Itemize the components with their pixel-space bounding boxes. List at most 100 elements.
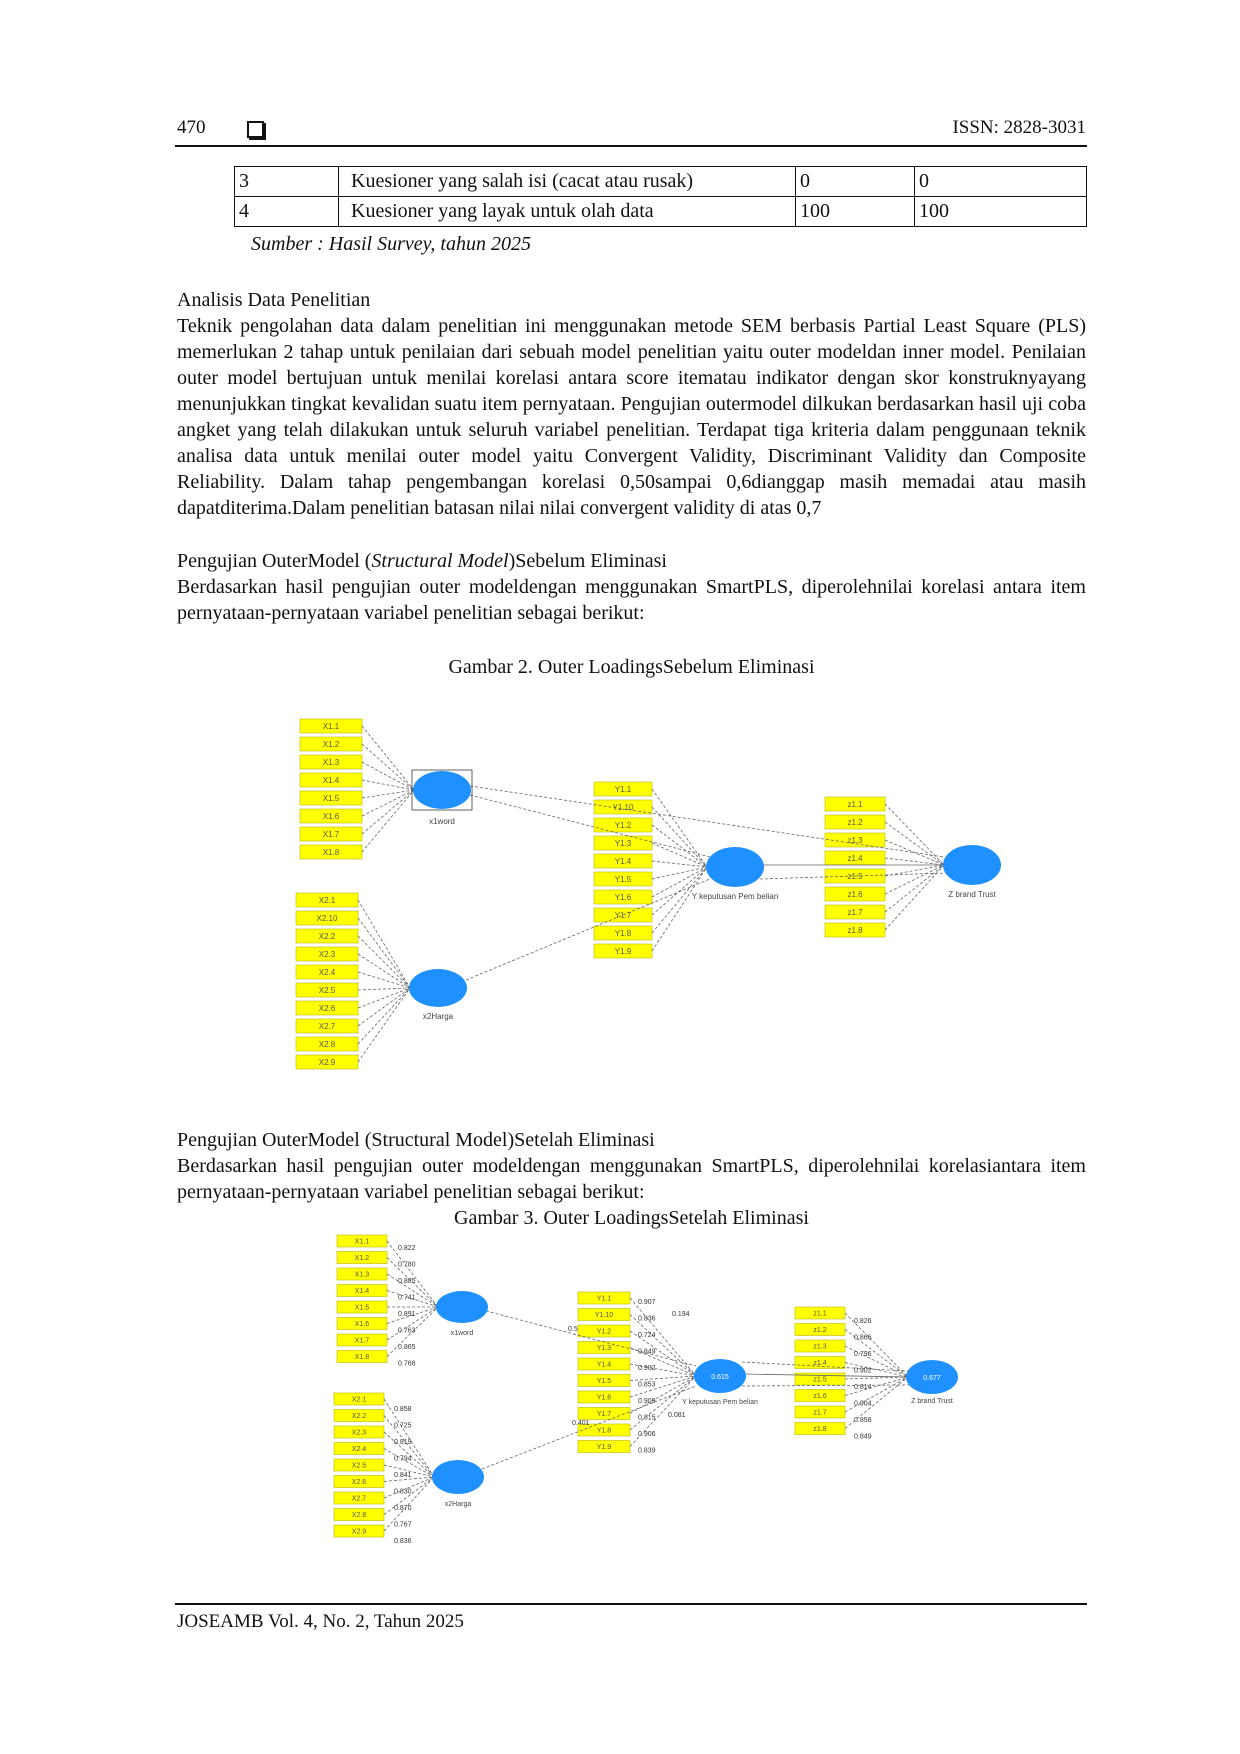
- path-arrow: [651, 866, 708, 952]
- path-coefficient: 0.401: [572, 1420, 590, 1427]
- subheading-italic: Structural Model: [371, 550, 509, 572]
- path-arrow: [844, 1345, 909, 1378]
- indicator-label: X1.8: [355, 1354, 370, 1361]
- indicator-label: z1.4: [813, 1360, 826, 1367]
- indicator-label: X1.2: [323, 740, 340, 749]
- indicator-label: Y1.9: [615, 947, 632, 956]
- path-arrow: [383, 1476, 435, 1499]
- construct-ellipse: [432, 1460, 484, 1494]
- indicator-label: z1.5: [813, 1377, 826, 1384]
- subheading-text: Pengujian OuterModel (: [177, 550, 372, 572]
- loading-value: 0.858: [854, 1417, 872, 1424]
- path-arrow: [884, 857, 945, 866]
- loading-value: 0.741: [398, 1295, 416, 1302]
- table-cell-no: 4: [234, 196, 339, 227]
- path-arrow: [386, 1306, 439, 1357]
- construct-ellipse: [906, 1360, 958, 1394]
- loading-value: 0.904: [854, 1401, 872, 1408]
- loading-value: 0.906: [638, 1431, 656, 1438]
- path-arrow: [386, 1306, 439, 1324]
- path-arrow: [361, 761, 415, 791]
- indicator-label: X1.7: [323, 830, 340, 839]
- path-arrow: [361, 779, 415, 791]
- path-arrow: [361, 789, 415, 835]
- path-arrow: [844, 1376, 909, 1396]
- indicator-label: Y1.8: [597, 1428, 612, 1435]
- indicator-label: z1.6: [813, 1393, 826, 1400]
- path-arrow: [383, 1476, 435, 1532]
- questionnaire-table: 3 Kuesioner yang salah isi (cacat atau r…: [234, 166, 1087, 227]
- loading-value: 0.767: [394, 1522, 412, 1529]
- indicator-label: z1.8: [847, 926, 863, 935]
- indicator-label: X1.6: [355, 1321, 370, 1328]
- path-arrow: [383, 1431, 435, 1478]
- path-arrow: [481, 1385, 697, 1470]
- path-arrow: [361, 725, 415, 791]
- path-arrow: [844, 1376, 909, 1429]
- path-arrow: [357, 971, 411, 989]
- indicator-label: X1.8: [323, 848, 340, 857]
- table-cell-value: 0: [914, 166, 1087, 197]
- indicator-label: z1.1: [847, 800, 863, 809]
- indicator-label: X2.2: [352, 1413, 367, 1420]
- path-coefficient: 0.081: [668, 1412, 686, 1419]
- loading-value: 0.836: [638, 1316, 656, 1323]
- path-arrow: [884, 821, 945, 866]
- paragraph: Berdasarkan hasil pengujian outer modeld…: [177, 1155, 1086, 1203]
- path-arrow: [357, 953, 411, 989]
- indicator-label: X1.5: [323, 794, 340, 803]
- loading-value: 0.768: [398, 1361, 416, 1368]
- figure-3-path-diagram: X1.10.822X1.20.780X1.30.885X1.40.741X1.5…: [333, 1234, 958, 1545]
- indicator-label: X2.8: [352, 1512, 367, 1519]
- path-arrow: [629, 1375, 697, 1398]
- indicator-label: X2.4: [319, 968, 336, 977]
- indicator-label: z1.3: [813, 1344, 826, 1351]
- loading-value: 0.891: [398, 1311, 416, 1318]
- loading-value: 0.763: [398, 1328, 416, 1335]
- loading-value: 0.909: [638, 1398, 656, 1405]
- path-arrow: [357, 987, 411, 1027]
- path-arrow: [383, 1398, 435, 1478]
- indicator-label: Y1.5: [615, 875, 632, 884]
- header-rule: [175, 145, 1087, 147]
- loading-value: 0.849: [638, 1349, 656, 1356]
- path-arrow: [629, 1375, 697, 1431]
- loading-value: 0.814: [854, 1384, 872, 1391]
- figure-caption: Gambar 2. Outer LoadingsSebelum Eliminas…: [448, 656, 815, 678]
- indicator-label: X2.9: [352, 1529, 367, 1536]
- path-arrow: [741, 1361, 909, 1372]
- path-arrow: [651, 842, 708, 868]
- indicator-label: z1.4: [847, 854, 863, 863]
- construct-ellipse: [409, 969, 467, 1007]
- construct-ellipse: [694, 1359, 746, 1393]
- loading-value: 0.858: [394, 1406, 412, 1413]
- indicator-label: Y1.4: [597, 1362, 612, 1369]
- path-arrow: [884, 839, 945, 866]
- r-squared-value: 0.677: [923, 1375, 941, 1382]
- path-arrow: [759, 872, 948, 880]
- indicator-label: z1.2: [847, 818, 863, 827]
- loading-value: 0.885: [398, 1278, 416, 1285]
- path-arrow: [844, 1376, 909, 1380]
- path-arrow: [465, 878, 711, 981]
- path-arrow: [386, 1240, 439, 1308]
- path-arrow: [383, 1448, 435, 1478]
- path-arrow: [629, 1363, 697, 1377]
- path-arrow: [884, 803, 945, 866]
- indicator-label: z1.1: [813, 1311, 826, 1318]
- indicator-label: Y1.2: [615, 821, 632, 830]
- paragraph: Teknik pengolahan data dalam penelitian …: [177, 315, 1086, 519]
- indicator-label: X2.7: [352, 1496, 367, 1503]
- path-arrow: [743, 1373, 909, 1378]
- indicator-label: X2.3: [352, 1430, 367, 1437]
- path-arrow: [629, 1375, 697, 1381]
- path-arrow: [651, 866, 708, 916]
- table-row: 4 Kuesioner yang layak untuk olah data 1…: [234, 196, 1087, 227]
- path-arrow: [884, 864, 945, 895]
- table-cell-description: Kuesioner yang layak untuk olah data: [338, 196, 796, 227]
- indicator-label: Y1.7: [597, 1411, 612, 1418]
- selection-frame: [411, 769, 473, 811]
- indicator-label: z1.7: [813, 1410, 826, 1417]
- indicator-label: X2.6: [352, 1479, 367, 1486]
- checkbox-square-icon: [247, 121, 264, 138]
